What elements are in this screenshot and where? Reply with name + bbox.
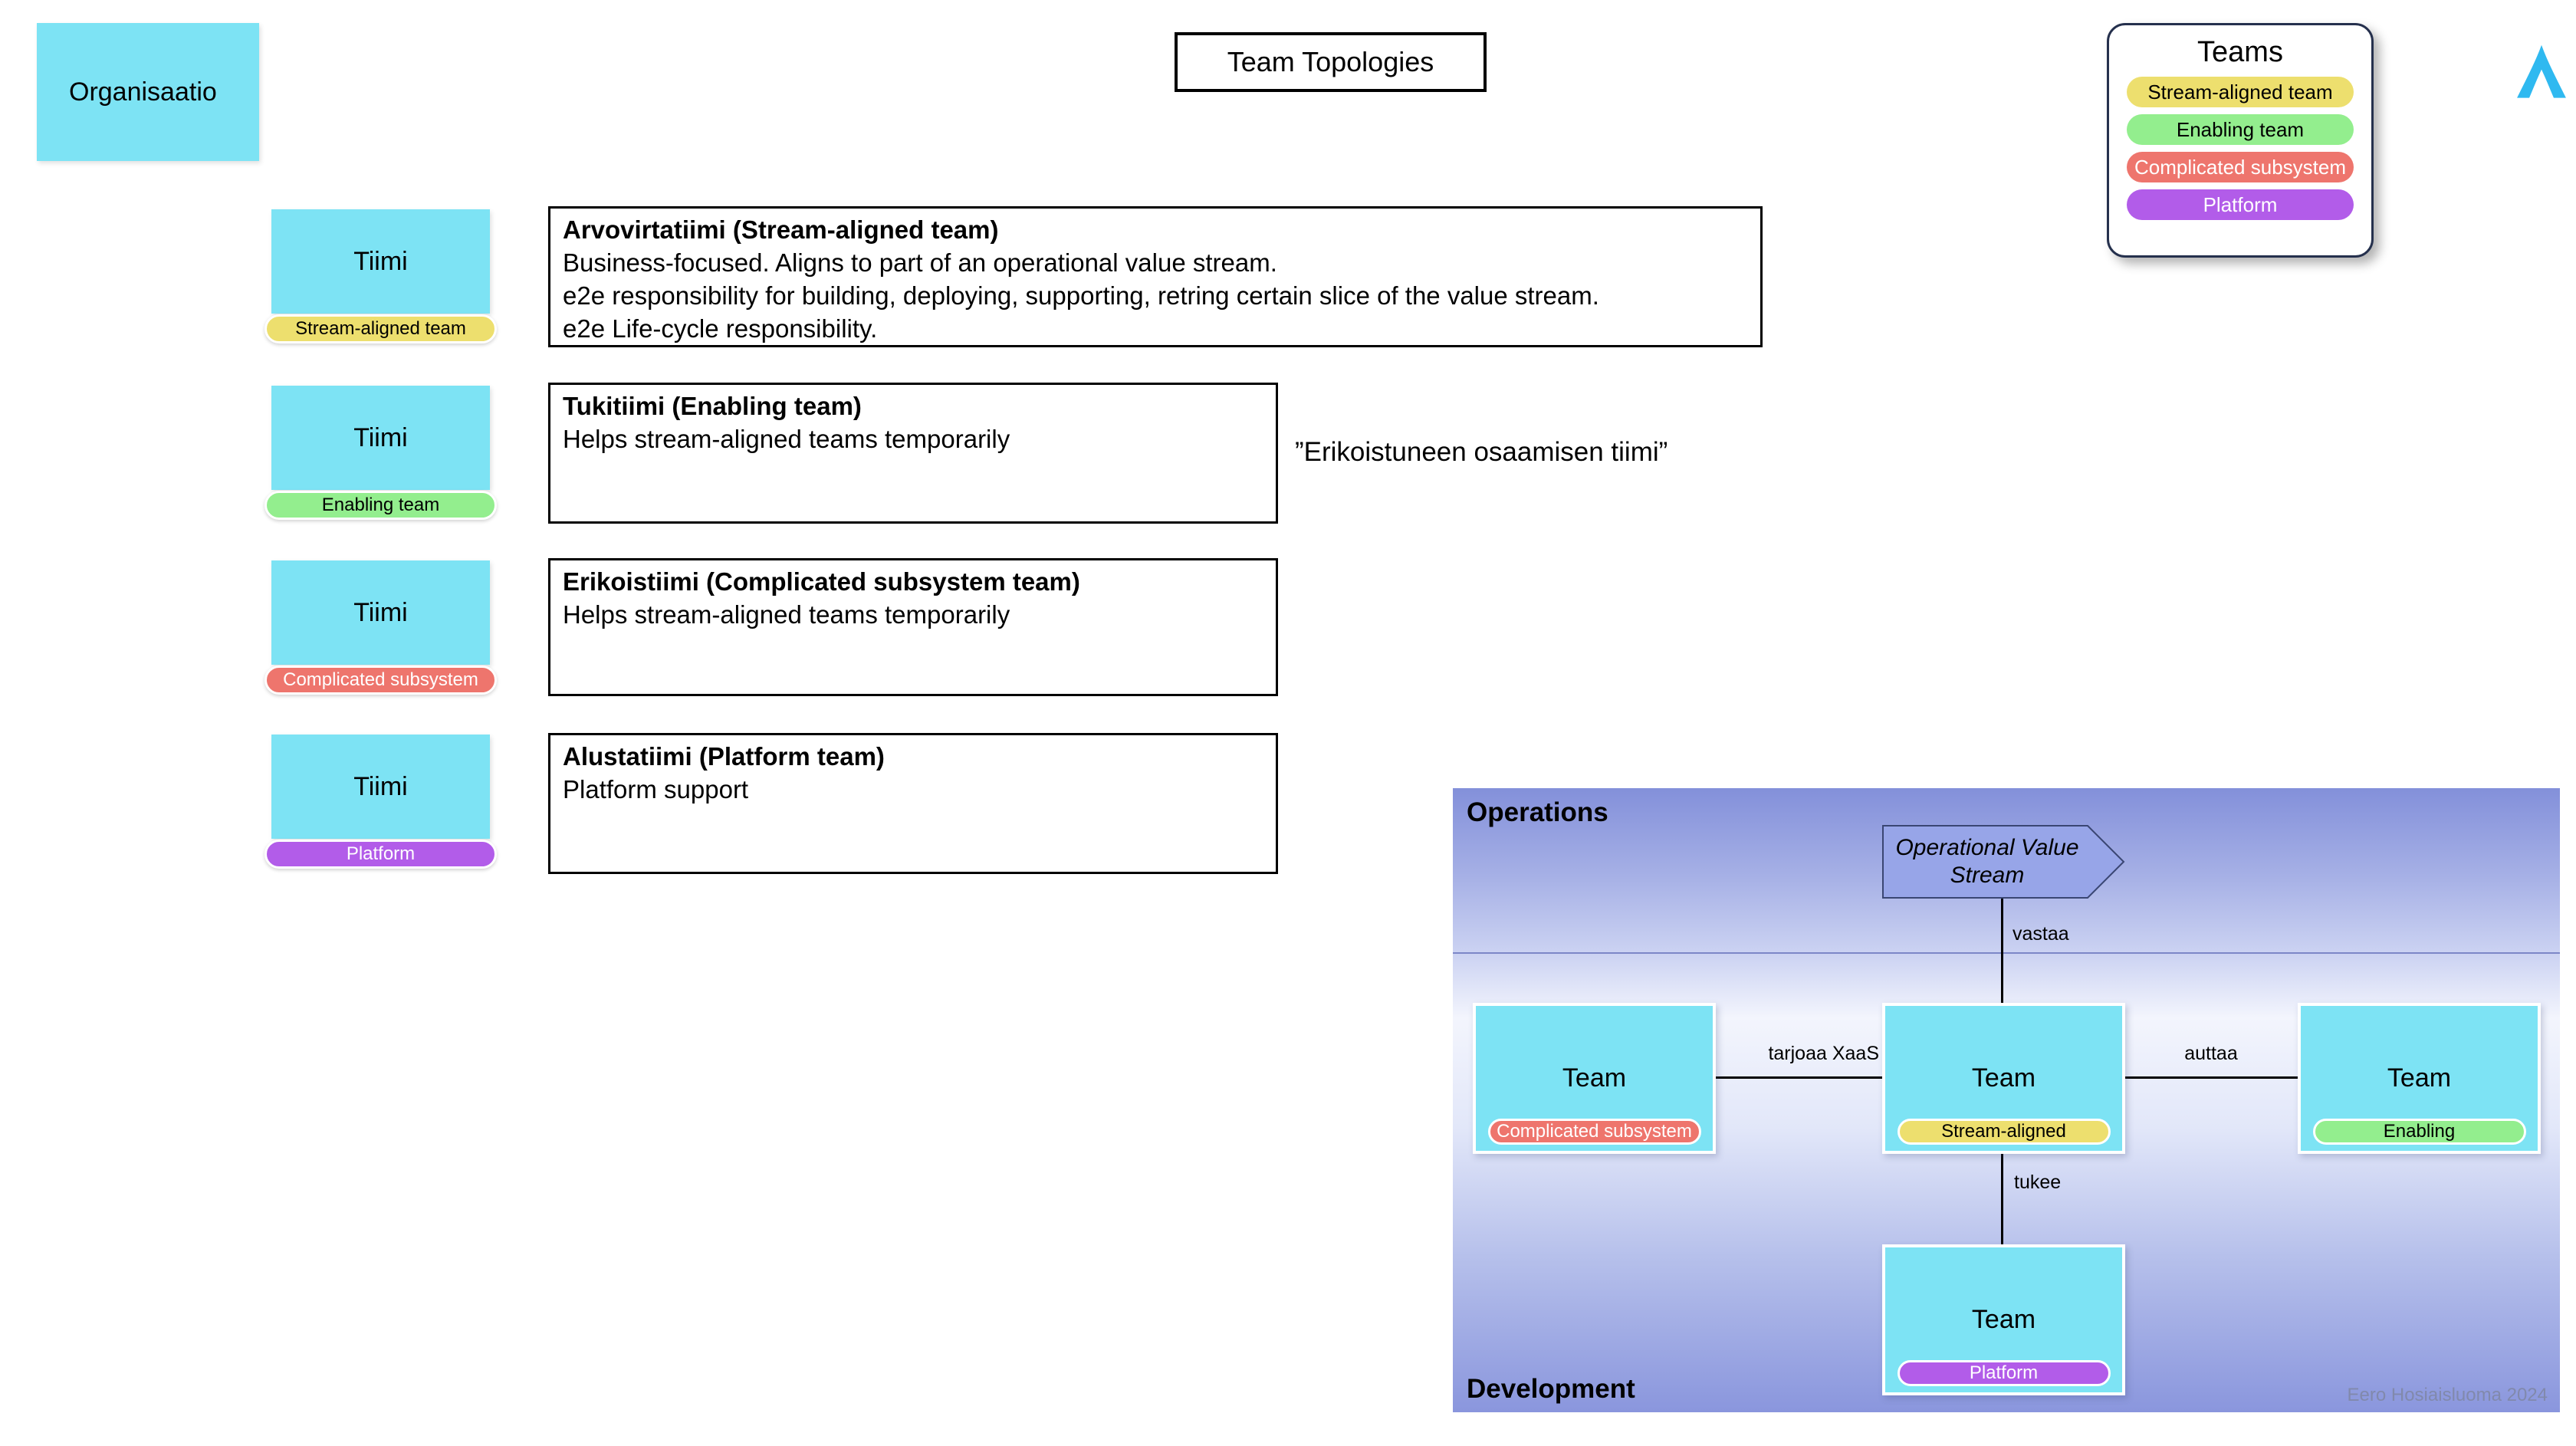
tiimi-badge-complicated-subsystem: Complicated subsystem: [264, 665, 497, 695]
tiimi-label: Tiimi: [353, 422, 408, 452]
connector-tarjoaa-line: [1716, 1076, 1882, 1079]
desc-line: Business-focused. Aligns to part of an o…: [563, 248, 1277, 277]
desc-line: e2e responsibility for building, deployi…: [563, 281, 1599, 310]
tiimi-box-complicated-subsystem: Tiimi: [271, 560, 490, 665]
desc-line: Helps stream-aligned teams temporarily: [563, 425, 1010, 453]
desc-title: Arvovirtatiimi (Stream-aligned team): [563, 215, 999, 244]
connector-vastaa-line: [2001, 899, 2003, 1003]
tiimi-label: Tiimi: [353, 771, 408, 801]
panel-team-stream-aligned: Team Stream-aligned: [1882, 1003, 2125, 1154]
tiimi-label: Tiimi: [353, 597, 408, 627]
connector-auttaa-line: [2124, 1076, 2298, 1079]
team-label: Team: [1971, 1063, 2036, 1093]
panel-team-complicated-subsystem: Team Complicated subsystem: [1473, 1003, 1716, 1154]
value-stream-label: Operational Value Stream: [1895, 835, 2079, 888]
connector-auttaa-label: auttaa: [2184, 1043, 2238, 1064]
desc-line: e2e Life-cycle responsibility.: [563, 314, 878, 343]
tiimi-box-stream-aligned: Tiimi: [271, 209, 490, 314]
panel-badge-platform: Platform: [1897, 1360, 2111, 1386]
desc-line: Platform support: [563, 775, 749, 804]
legend-item-complicated-subsystem: Complicated subsystem: [2127, 152, 2354, 182]
desc-box-stream-aligned: Arvovirtatiimi (Stream-aligned team) Bus…: [548, 206, 1763, 347]
desc-title: Alustatiimi (Platform team): [563, 742, 885, 771]
desc-line: Helps stream-aligned teams temporarily: [563, 600, 1010, 629]
teams-legend: Teams Stream-aligned team Enabling team …: [2107, 23, 2374, 258]
operational-value-stream-shape: Operational Value Stream: [1882, 825, 2125, 899]
ops-dev-panel: Operations Development Eero Hosiaisluoma…: [1453, 788, 2560, 1412]
credit-text: Eero Hosiaisluoma 2024: [2347, 1385, 2548, 1405]
tiimi-box-platform: Tiimi: [271, 735, 490, 839]
development-label: Development: [1467, 1374, 1635, 1404]
desc-box-complicated-subsystem: Erikoistiimi (Complicated subsystem team…: [548, 558, 1278, 696]
panel-badge-complicated-subsystem: Complicated subsystem: [1487, 1119, 1701, 1145]
connector-vastaa-label: vastaa: [2013, 923, 2069, 945]
team-label: Team: [1562, 1063, 1627, 1093]
quote-text: ”Erikoistuneen osaamisen tiimi”: [1295, 437, 1668, 467]
legend-item-enabling: Enabling team: [2127, 114, 2354, 145]
panel-badge-enabling: Enabling: [2312, 1119, 2526, 1145]
operations-label: Operations: [1467, 797, 1608, 827]
connector-tukee-line: [2001, 1154, 2003, 1244]
tiimi-label: Tiimi: [353, 246, 408, 276]
team-label: Team: [2387, 1063, 2452, 1093]
tiimi-box-enabling: Tiimi: [271, 386, 490, 490]
value-stream-arrow-icon: [1882, 825, 2125, 899]
panel-team-platform: Team Platform: [1882, 1244, 2125, 1395]
archi-logo-icon: [2517, 44, 2566, 98]
tiimi-badge-enabling: Enabling team: [264, 491, 497, 520]
tiimi-badge-stream-aligned: Stream-aligned team: [264, 314, 497, 343]
desc-box-enabling: Tukitiimi (Enabling team) Helps stream-a…: [548, 383, 1278, 524]
tiimi-badge-platform: Platform: [264, 840, 497, 869]
organisaatio-label: Organisaatio: [69, 77, 217, 107]
panel-badge-stream-aligned: Stream-aligned: [1897, 1119, 2111, 1145]
diagram-title-box: Team Topologies: [1175, 32, 1487, 92]
organisaatio-box: Organisaatio: [37, 23, 259, 161]
team-label: Team: [1971, 1305, 2036, 1334]
desc-box-platform: Alustatiimi (Platform team) Platform sup…: [548, 733, 1278, 874]
legend-item-stream-aligned: Stream-aligned team: [2127, 77, 2354, 107]
panel-team-enabling: Team Enabling: [2298, 1003, 2541, 1154]
diagram-title: Team Topologies: [1227, 46, 1434, 77]
connector-tukee-label: tukee: [2014, 1172, 2062, 1193]
connector-tarjoaa-label: tarjoaa XaaS: [1768, 1043, 1879, 1064]
legend-title: Teams: [2197, 36, 2283, 68]
desc-title: Tukitiimi (Enabling team): [563, 392, 862, 420]
desc-title: Erikoistiimi (Complicated subsystem team…: [563, 567, 1080, 596]
legend-item-platform: Platform: [2127, 189, 2354, 220]
